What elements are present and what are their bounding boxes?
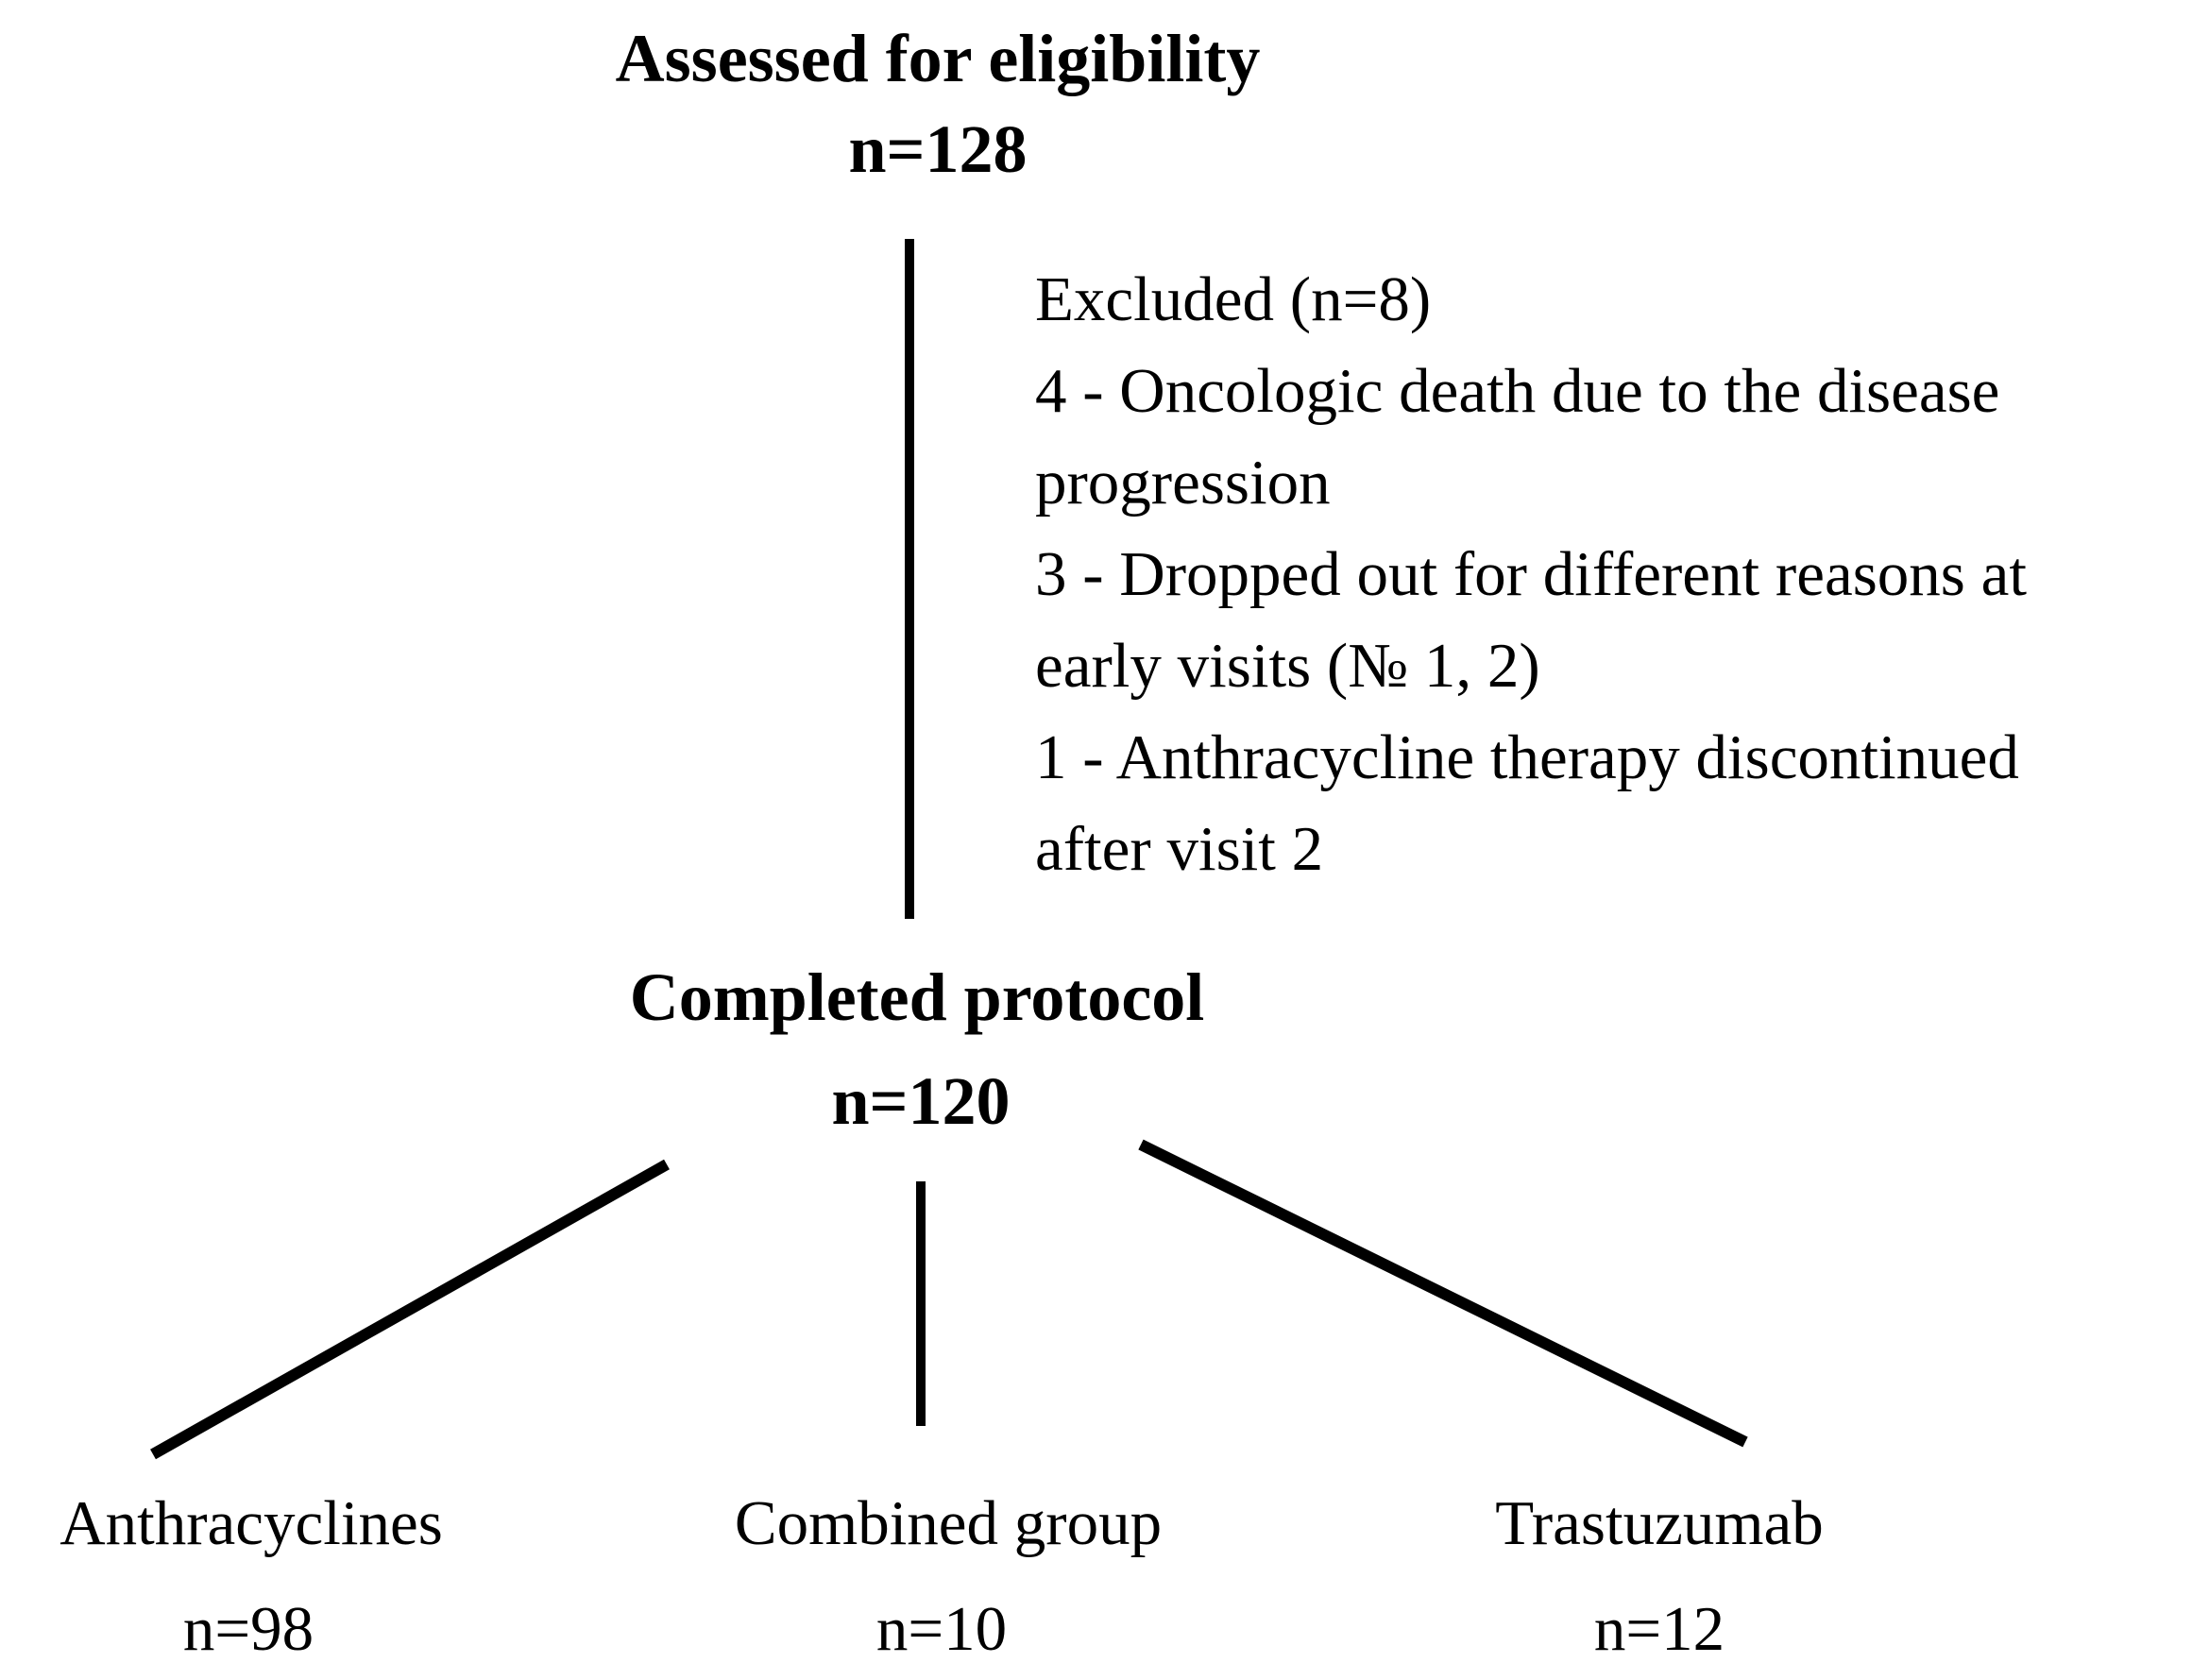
excluded-note-line: Excluded (n=8) bbox=[1035, 264, 1432, 334]
excluded-note-line: 1 - Anthracycline therapy discontinued bbox=[1035, 722, 2019, 792]
node-anthracyclines-label: Anthracyclines bbox=[59, 1488, 443, 1558]
node-trastuzumab-count: n=12 bbox=[1593, 1594, 1725, 1664]
node-assessed-count: n=128 bbox=[848, 111, 1028, 187]
excluded-note-line: 4 - Oncologic death due to the disease bbox=[1035, 356, 2000, 426]
node-completed-label: Completed protocol bbox=[629, 959, 1205, 1035]
connector-completed-anthracyclines bbox=[150, 1159, 670, 1460]
connector-completed-trastuzumab bbox=[1138, 1139, 1748, 1448]
node-anthracyclines-count: n=98 bbox=[182, 1594, 314, 1664]
node-assessed-label: Assessed for eligibility bbox=[615, 21, 1261, 96]
excluded-note-line: progression bbox=[1035, 448, 1331, 518]
node-combined-label: Combined group bbox=[734, 1488, 1163, 1558]
node-combined-count: n=10 bbox=[875, 1594, 1008, 1664]
excluded-note-line: 3 - Dropped out for different reasons at bbox=[1035, 539, 2027, 609]
node-trastuzumab-label: Trastuzumab bbox=[1495, 1488, 1824, 1558]
excluded-note-line: early visits (№ 1, 2) bbox=[1035, 631, 1540, 701]
node-completed-count: n=120 bbox=[831, 1063, 1011, 1139]
excluded-note-line: after visit 2 bbox=[1035, 814, 1324, 884]
excluded-note: Excluded (n=8) 4 - Oncologic death due t… bbox=[1035, 254, 2027, 895]
